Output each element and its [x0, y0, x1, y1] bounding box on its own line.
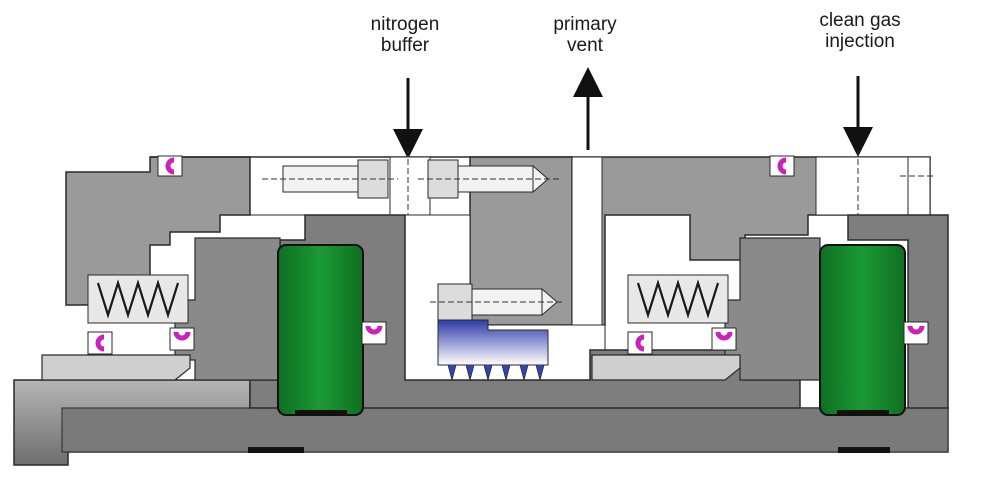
label-nitrogen-line1: nitrogen	[370, 14, 440, 35]
left-stationary-ring	[174, 237, 281, 381]
bolt-left-icon	[262, 159, 398, 199]
left-seal-face	[277, 244, 364, 416]
label-primary-line2: vent	[567, 35, 603, 56]
oring-mid-left-icon	[87, 331, 113, 355]
flow-arrows	[393, 67, 873, 159]
oring-icons	[87, 155, 929, 355]
left-spring-icon	[96, 279, 180, 319]
sleeve-groove-left	[248, 447, 304, 453]
oring-top-right-icon	[769, 155, 795, 177]
bolt-center-icon	[430, 283, 565, 321]
oring-inner-left-icon	[169, 327, 195, 351]
sleeve-band	[61, 407, 949, 453]
label-clean-gas-injection: clean gas injection	[790, 10, 930, 52]
primary-vent-channel	[571, 156, 603, 326]
rotating-hub-right	[847, 214, 949, 409]
label-clean-line1: clean gas	[819, 10, 901, 31]
oring-mid-right-icon	[627, 331, 653, 355]
oring-inner-right-icon	[711, 327, 737, 351]
right-spring-icon	[636, 279, 720, 319]
right-retainer	[591, 354, 741, 381]
oring-top-left-icon	[157, 155, 183, 177]
label-nitrogen-buffer: nitrogen buffer	[350, 14, 460, 56]
sleeve-groove-right	[838, 447, 890, 453]
label-primary-line1: primary	[553, 14, 617, 35]
right-seal-face	[819, 244, 906, 416]
left-retainer	[41, 354, 191, 381]
label-nitrogen-line2: buffer	[380, 35, 430, 56]
nitrogen-buffer-port	[389, 156, 431, 216]
bolt-right-icon	[418, 159, 560, 199]
label-clean-line2: injection	[825, 31, 895, 52]
right-seal-face-bottom	[837, 410, 889, 416]
left-seal-face-bottom	[295, 410, 347, 416]
clean-gas-port	[815, 156, 909, 216]
labyrinth-seal	[437, 319, 549, 382]
oring-seal-face-right-icon	[903, 321, 929, 345]
right-housing-end	[907, 156, 931, 216]
oring-seal-face-left-icon	[361, 321, 387, 345]
label-primary-vent: primary vent	[535, 14, 635, 56]
